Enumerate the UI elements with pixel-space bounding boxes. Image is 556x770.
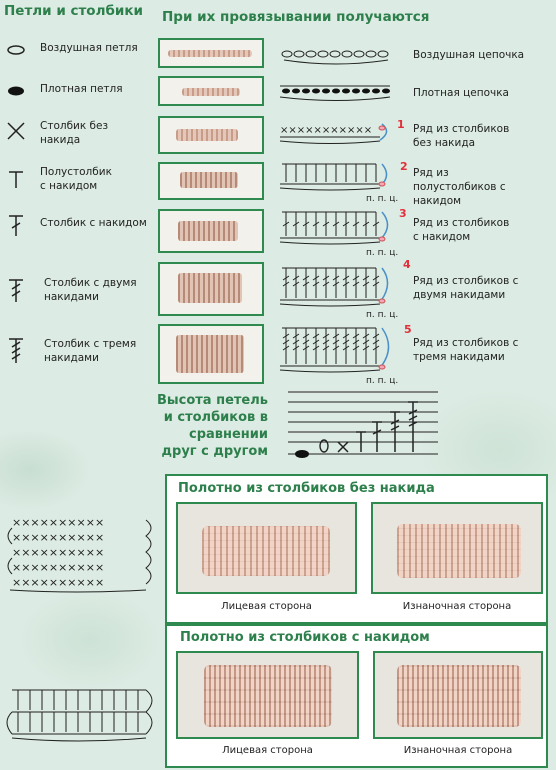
caption-dc-front: Лицевая сторона bbox=[222, 745, 313, 756]
result-label-slip-chain: Плотная цепочка bbox=[413, 87, 509, 99]
tr-row-diagram bbox=[279, 267, 389, 307]
symbol-label-dtr: Столбик с тремя накидами bbox=[44, 338, 137, 364]
symbols-column bbox=[7, 45, 25, 363]
result-label-chain: Воздушная цепочка bbox=[413, 49, 525, 61]
half-double-crochet-icon bbox=[9, 171, 23, 188]
swatch-hdc-row bbox=[158, 162, 264, 200]
sc-row-diagram: ××××××××××× bbox=[279, 123, 388, 144]
symbol-label-hdc: Полустолбик с накидом bbox=[40, 166, 112, 192]
double-treble-crochet-icon bbox=[9, 338, 23, 363]
symbol-label-sc: Столбик без накида bbox=[40, 120, 109, 146]
svg-text:××××××××××: ×××××××××× bbox=[12, 516, 104, 529]
result-label-dc: Ряд из столбиков с накидом bbox=[413, 217, 510, 243]
symbol-label-slip: Плотная петля bbox=[40, 83, 123, 95]
dc-fabric-diagram bbox=[6, 689, 153, 742]
slip-chain-diagram bbox=[279, 85, 391, 101]
ppc-label-2: п. п. ц. bbox=[366, 194, 399, 204]
caption-sc-back: Изнаночная сторона bbox=[402, 601, 512, 612]
double-crochet-icon bbox=[9, 215, 23, 236]
fabric-diagrams: ×××××××××× ×××××××××× ×××××××××× ×××××××… bbox=[6, 516, 153, 742]
photo-sc-front bbox=[176, 502, 357, 594]
right-header: При их провязывании получаются bbox=[162, 9, 430, 25]
svg-text:××××××××××: ×××××××××× bbox=[12, 576, 104, 589]
height-comparison-chart bbox=[288, 391, 438, 458]
swatch-slip-chain bbox=[158, 76, 264, 106]
swatch-tr-row bbox=[158, 262, 264, 316]
panel-sc-title: Полотно из столбиков без накида bbox=[178, 481, 435, 496]
swatch-dc-row bbox=[158, 209, 264, 253]
dtr-row-diagram bbox=[279, 327, 390, 373]
single-crochet-icon bbox=[7, 122, 25, 140]
stitch-diagrams: ××××××××××× bbox=[279, 50, 391, 373]
symbol-label-tr: Столбик с двумя накидами bbox=[44, 277, 137, 303]
photo-sc-back bbox=[371, 502, 543, 594]
swatch-dtr-row bbox=[158, 324, 264, 384]
svg-text:×××××××××××: ××××××××××× bbox=[280, 125, 372, 136]
row-number-1: 1 bbox=[397, 118, 405, 131]
caption-dc-back: Изнаночная сторона bbox=[403, 745, 513, 756]
swatch-sc-row bbox=[158, 116, 264, 154]
treble-crochet-icon bbox=[9, 279, 23, 302]
symbol-label-chain: Воздушная петля bbox=[40, 42, 138, 54]
slip-stitch-icon bbox=[8, 86, 24, 96]
hdc-row-diagram bbox=[279, 163, 388, 191]
swatch-chain bbox=[158, 38, 264, 68]
photo-dc-front bbox=[176, 651, 359, 739]
panel-dc-title: Полотно из столбиков с накидом bbox=[180, 630, 430, 645]
ppc-label-3: п. п. ц. bbox=[366, 248, 399, 258]
height-comparison-title: Высота петель и столбиков в сравнении др… bbox=[156, 393, 268, 459]
row-number-2: 2 bbox=[400, 160, 408, 173]
chain-diagram bbox=[281, 50, 389, 65]
result-label-sc: Ряд из столбиков без накида bbox=[413, 123, 510, 149]
left-header: Петли и столбики bbox=[4, 3, 143, 19]
result-label-hdc: Ряд из полустолбиков с накидом bbox=[413, 167, 506, 207]
chain-loop-icon bbox=[7, 45, 25, 55]
svg-text:××××××××××: ×××××××××× bbox=[12, 531, 104, 544]
row-number-3: 3 bbox=[399, 207, 407, 220]
svg-text:××××××××××: ×××××××××× bbox=[12, 546, 104, 559]
photo-dc-back bbox=[373, 651, 543, 739]
svg-text:××××××××××: ×××××××××× bbox=[12, 561, 104, 574]
ppc-label-5: п. п. ц. bbox=[366, 376, 399, 386]
row-number-5: 5 bbox=[404, 323, 412, 336]
result-label-dtr: Ряд из столбиков с тремя накидами bbox=[413, 337, 519, 363]
row-number-4: 4 bbox=[403, 258, 411, 271]
ppc-label-4: п. п. ц. bbox=[366, 310, 399, 320]
result-label-tr: Ряд из столбиков с двумя накидами bbox=[413, 275, 519, 301]
dc-row-diagram bbox=[279, 211, 389, 245]
caption-sc-front: Лицевая сторона bbox=[221, 601, 312, 612]
sc-fabric-diagram: ×××××××××× ×××××××××× ×××××××××× ×××××××… bbox=[7, 516, 152, 593]
symbol-label-dc: Столбик с накидом bbox=[40, 217, 147, 229]
